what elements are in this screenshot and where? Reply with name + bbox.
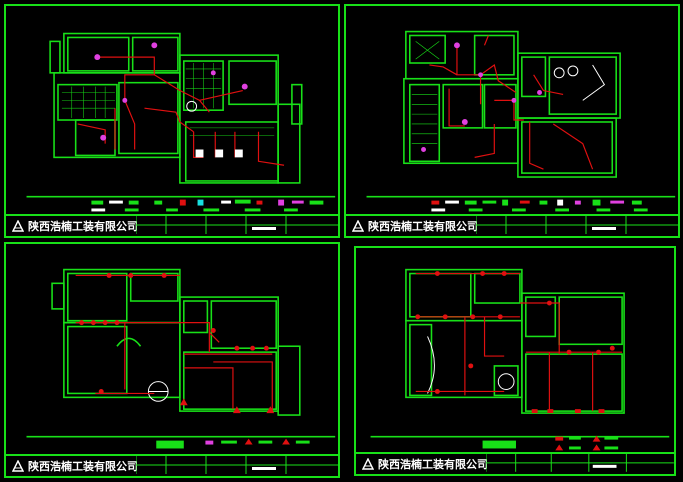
company-name: 陕西浩楠工装有限公司: [368, 220, 478, 233]
title-block-cells: [136, 456, 338, 474]
title-block-cells: [476, 216, 678, 234]
floor-plan-lighting: [26, 32, 336, 212]
company-name: 陕西浩楠工装有限公司: [28, 460, 138, 473]
company-logo-icon: [362, 458, 374, 470]
company-name: 陕西浩楠工装有限公司: [378, 458, 488, 471]
company-logo-icon: [12, 220, 24, 232]
floor-plan-outlets: [370, 268, 670, 451]
title-block-cells: [136, 216, 338, 234]
title-block-1: 陕西浩楠工装有限公司: [6, 214, 338, 236]
company-logo-icon: [352, 220, 364, 232]
floor-plan-sockets: [26, 268, 336, 449]
title-block-2: 陕西浩楠工装有限公司: [346, 214, 678, 236]
drawing-sheet-1: 陕西浩楠工装有限公司: [4, 4, 340, 238]
title-block-cells: [486, 454, 674, 472]
floor-plan-wiring: [366, 30, 676, 212]
drawing-sheet-2: 陕西浩楠工装有限公司: [344, 4, 680, 238]
company-logo-icon: [12, 460, 24, 472]
drawing-sheet-3: 陕西浩楠工装有限公司: [4, 242, 340, 478]
title-block-4: 陕西浩楠工装有限公司: [356, 452, 674, 474]
title-block-3: 陕西浩楠工装有限公司: [6, 454, 338, 476]
drawing-sheet-4: 陕西浩楠工装有限公司: [354, 246, 676, 476]
company-name: 陕西浩楠工装有限公司: [28, 220, 138, 233]
